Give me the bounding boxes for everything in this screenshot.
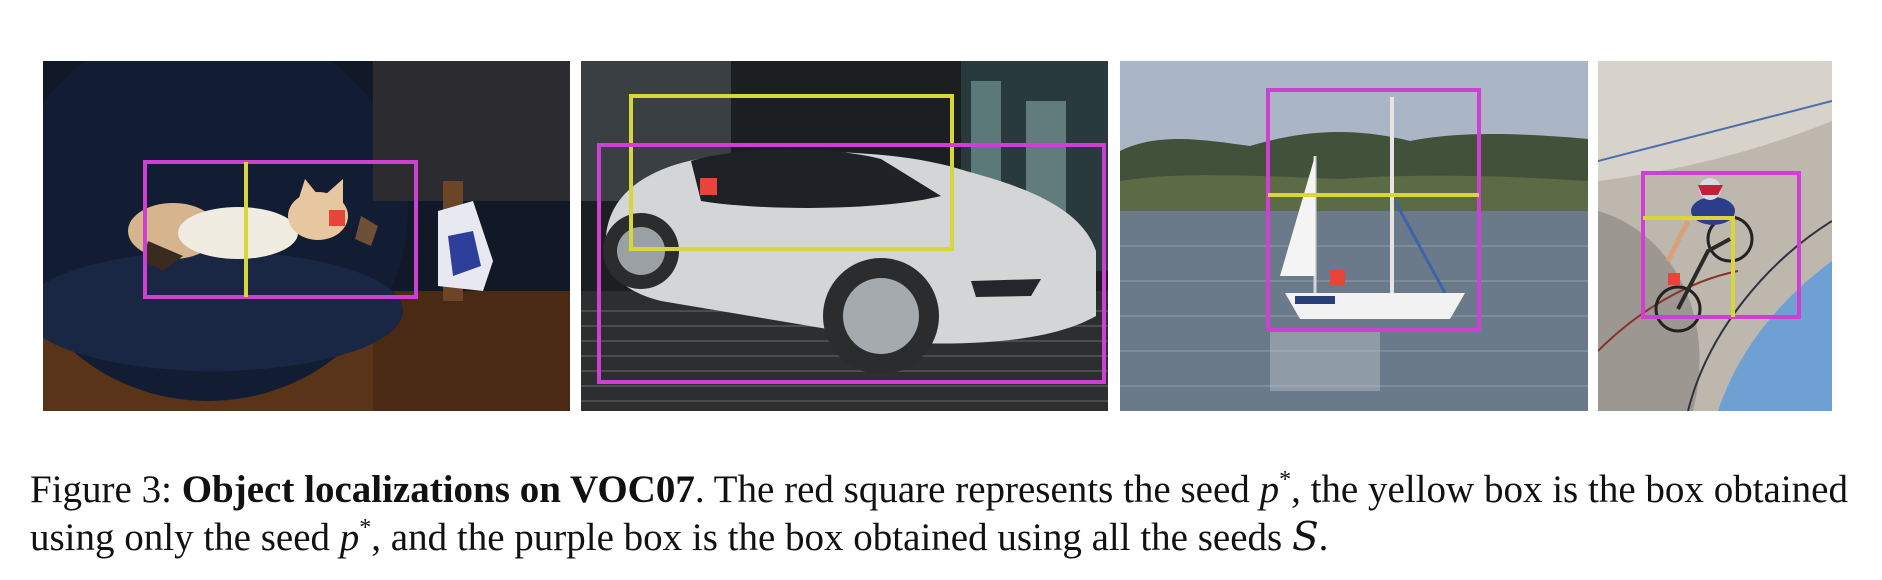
- figure-caption: Figure 3: Object localizations on VOC07.…: [30, 466, 1848, 562]
- yellow-box: [629, 94, 954, 251]
- figure-title: Object localizations on VOC07: [181, 468, 695, 511]
- panel-cyclist-image: [1598, 61, 1832, 411]
- seed-square: [700, 178, 717, 195]
- purple-box: [1266, 88, 1481, 332]
- seed-star-2: *: [359, 515, 372, 541]
- seed-symbol-2: p: [339, 516, 360, 559]
- purple-box: [143, 160, 418, 299]
- panel-cat-image: [43, 61, 570, 411]
- seeds-set-symbol: S: [1291, 515, 1319, 560]
- panel-car-image: [581, 61, 1108, 411]
- caption-text-3: , and the purple box is the box obtained…: [371, 516, 1292, 559]
- seed-square: [1668, 273, 1680, 285]
- purple-box: [1641, 171, 1801, 319]
- yellow-box: [1643, 216, 1735, 317]
- caption-end: .: [1318, 516, 1329, 559]
- seed-square: [329, 210, 345, 226]
- seed-symbol: p: [1259, 468, 1280, 511]
- panel-sailboat-image: [1120, 61, 1588, 411]
- seed-square: [1330, 270, 1345, 285]
- figure-label: Figure 3:: [30, 468, 172, 511]
- seed-star: *: [1279, 467, 1292, 493]
- caption-text-2: , the yellow box is the box obtained usi…: [30, 468, 1848, 559]
- caption-text-1: . The red square represents the seed: [694, 468, 1260, 511]
- purple-box: [597, 143, 1106, 384]
